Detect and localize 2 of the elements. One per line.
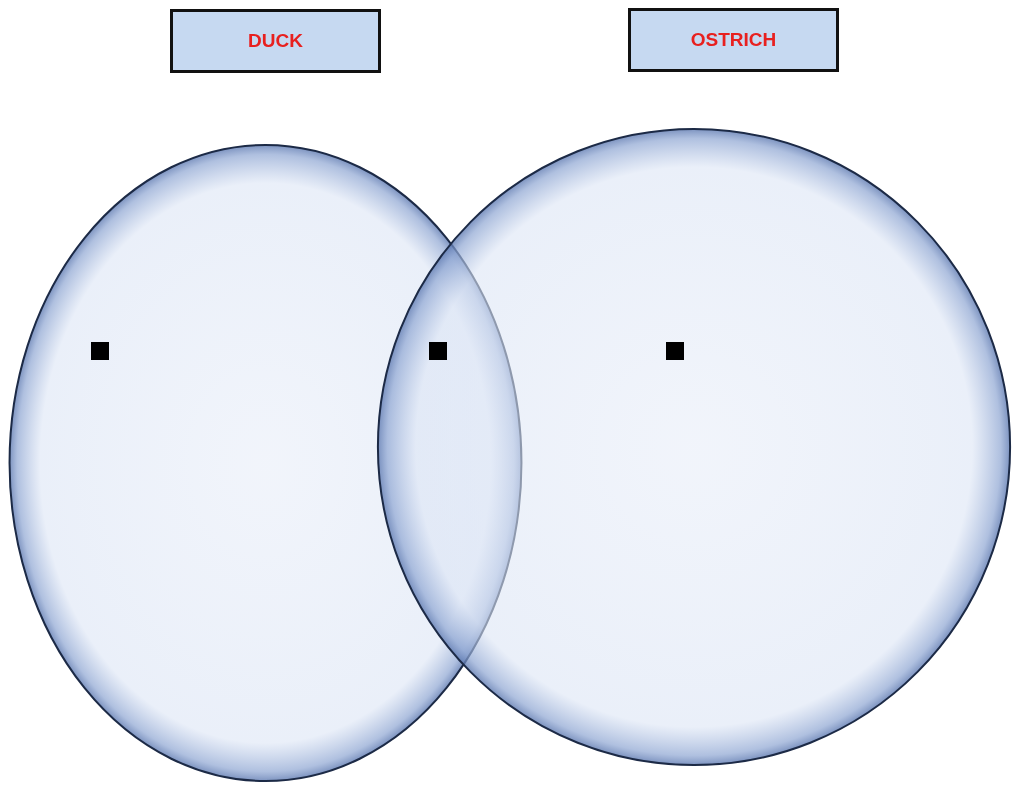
label-box: OSTRICH bbox=[628, 8, 839, 72]
label-box: DUCK bbox=[170, 9, 381, 73]
